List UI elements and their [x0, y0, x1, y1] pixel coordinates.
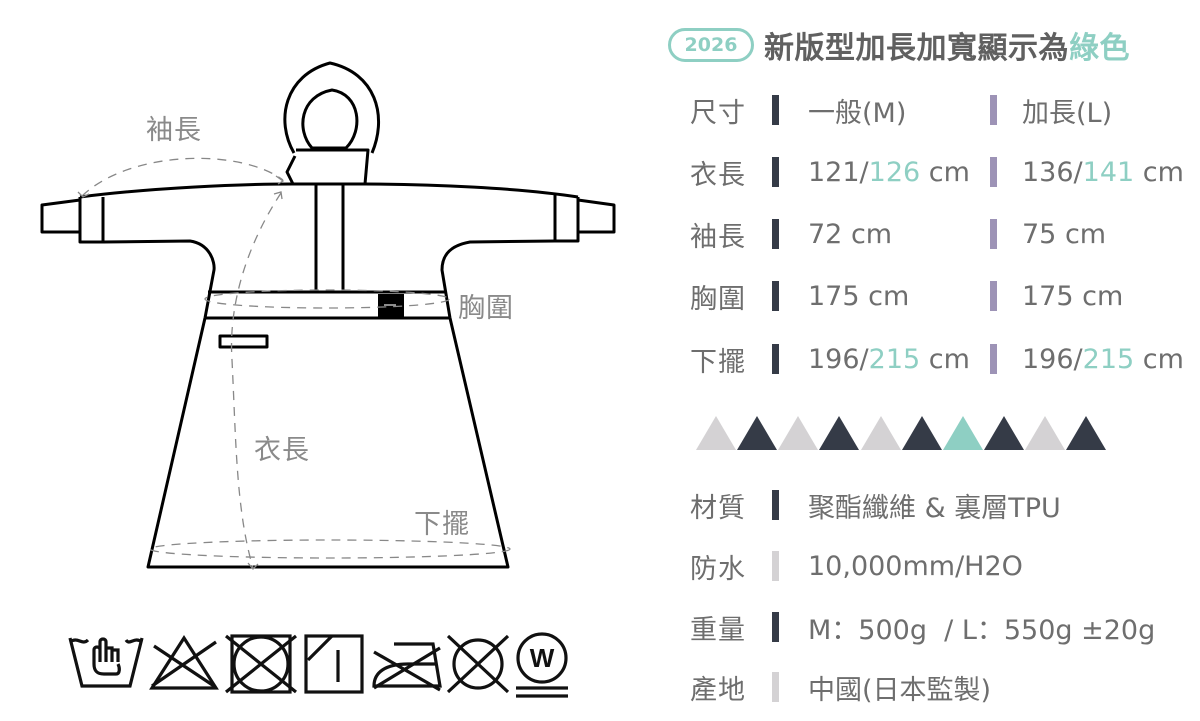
size-l-value: 196/215 cm	[1022, 343, 1184, 375]
size-m-value: 175 cm	[808, 280, 910, 312]
size-row-chest: 胸圍 175 cm 175 cm	[690, 276, 1200, 316]
l-column-bar	[990, 157, 997, 187]
no-bleach-icon	[149, 635, 219, 690]
svg-text:W: W	[530, 643, 555, 673]
spec-bar	[772, 672, 779, 702]
size-row-length: 衣長 121/126 cm 136/141 cm	[690, 152, 1200, 192]
hem-label: 下擺	[414, 509, 470, 540]
spec-bar	[772, 551, 779, 581]
size-header-row: 尺寸 一般(M) 加長(L)	[690, 90, 1200, 130]
chest-label: 胸圍	[458, 293, 514, 324]
no-tumble-dry-icon	[225, 634, 297, 694]
wet-clean-icon	[516, 632, 568, 698]
spec-label: 防水	[690, 553, 746, 585]
size-l-value: 136/141 cm	[1022, 156, 1184, 188]
m-column-bar	[772, 219, 779, 249]
spec-label: 重量	[690, 614, 746, 646]
l-column-bar	[990, 281, 997, 311]
m-column-bar	[772, 281, 779, 311]
row-label: 袖長	[690, 221, 746, 253]
size-m-value: 72 cm	[808, 218, 893, 250]
sleeve-length-label: 袖長	[146, 115, 202, 146]
spec-row-origin: 產地 中國(日本監製)	[690, 667, 1200, 707]
body-length-label: 衣長	[254, 435, 310, 466]
size-l-header: 加長(L)	[1022, 97, 1113, 129]
size-l-value: 75 cm	[1022, 218, 1107, 250]
spec-panel: 2026 新版型加長加寬顯示為綠色 尺寸 一般(M) 加長(L) 衣長 121/…	[668, 0, 1200, 721]
m-column-bar	[772, 157, 779, 187]
triangle-divider	[696, 416, 1106, 450]
raincoat-outline-drawing	[40, 61, 616, 570]
row-label: 衣長	[690, 159, 746, 191]
drip-dry-shade-icon	[304, 634, 364, 694]
size-l-value: 175 cm	[1022, 280, 1124, 312]
no-iron-icon	[372, 642, 442, 692]
m-column-bar	[772, 344, 779, 374]
l-column-bar	[990, 344, 997, 374]
headline: 2026 新版型加長加寬顯示為綠色	[668, 24, 1130, 66]
no-dry-clean-icon	[446, 634, 510, 694]
row-label: 下擺	[690, 346, 746, 378]
size-m-value: 121/126 cm	[808, 156, 970, 188]
spec-row-waterproof: 防水 10,000mm/H2O	[690, 546, 1200, 586]
spec-value: 中國(日本監製)	[808, 674, 992, 706]
m-column-bar	[772, 95, 779, 125]
headline-accent: 綠色	[1069, 31, 1130, 66]
headline-text: 新版型加長加寬顯示為綠色	[764, 23, 1130, 67]
garment-diagram: 袖長 胸圍 衣長 下擺	[40, 61, 616, 570]
size-m-header: 一般(M)	[808, 97, 907, 129]
spec-bar	[772, 490, 779, 520]
care-symbols: W	[68, 628, 578, 700]
l-column-bar	[990, 219, 997, 249]
spec-label: 材質	[690, 492, 746, 524]
spec-row-material: 材質 聚酯纖維 & 裏層TPU	[690, 485, 1200, 525]
size-header-label: 尺寸	[690, 97, 746, 129]
size-row-sleeve: 袖長 72 cm 75 cm	[690, 214, 1200, 254]
spec-label: 產地	[690, 674, 746, 706]
spec-row-weight: 重量 M：500g / L：550g ±20g	[690, 607, 1200, 647]
hand-wash-icon	[68, 637, 144, 688]
spec-bar	[772, 612, 779, 642]
size-row-hem: 下擺 196/215 cm 196/215 cm	[690, 339, 1200, 379]
row-label: 胸圍	[690, 283, 746, 315]
size-m-value: 196/215 cm	[808, 343, 970, 375]
spec-value: 聚酯纖維 & 裏層TPU	[808, 492, 1061, 524]
spec-value: 10,000mm/H2O	[808, 550, 1023, 582]
year-badge: 2026	[668, 28, 754, 62]
spec-value: M：500g / L：550g ±20g	[808, 614, 1156, 646]
l-column-bar	[990, 95, 997, 125]
headline-main: 新版型加長加寬顯示為	[764, 31, 1069, 66]
